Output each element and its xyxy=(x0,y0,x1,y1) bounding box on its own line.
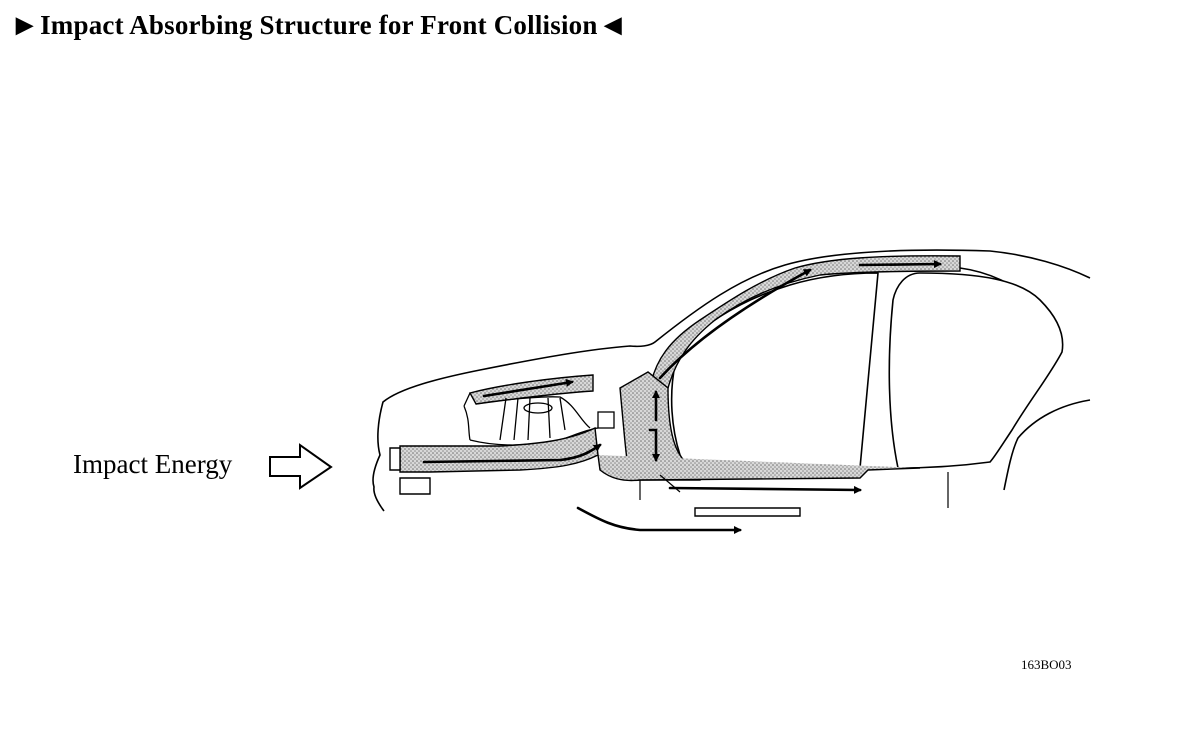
bumper-reinforcement xyxy=(389,447,431,495)
flow-arrow-floor xyxy=(576,506,742,534)
title-right-pointer-icon: ▶ xyxy=(16,12,34,37)
figure-code: 163BO03 xyxy=(1021,657,1072,672)
rocker-bottom-strip xyxy=(694,507,801,517)
front-side-member xyxy=(399,426,599,473)
title-text: Impact Absorbing Structure for Front Col… xyxy=(40,10,598,40)
roof-rail-member xyxy=(649,255,961,389)
impact-arrow-icon xyxy=(269,443,333,490)
flow-arrow-a-pillar xyxy=(658,268,812,380)
flow-arrow-rocker xyxy=(668,485,862,494)
diagram-title: ▶ Impact Absorbing Structure for Front C… xyxy=(16,10,622,41)
flow-arrow-front-member xyxy=(422,443,602,464)
floor-rocker-member xyxy=(597,454,921,482)
impact-energy-label: Impact Energy xyxy=(73,449,233,479)
force-flow-arrows xyxy=(422,260,942,534)
flow-arrow-roof xyxy=(858,260,942,269)
flow-arrow-pillar-down xyxy=(648,428,660,462)
flow-arrow-apron xyxy=(482,378,574,398)
title-left-pointer-icon: ◀ xyxy=(604,12,622,37)
